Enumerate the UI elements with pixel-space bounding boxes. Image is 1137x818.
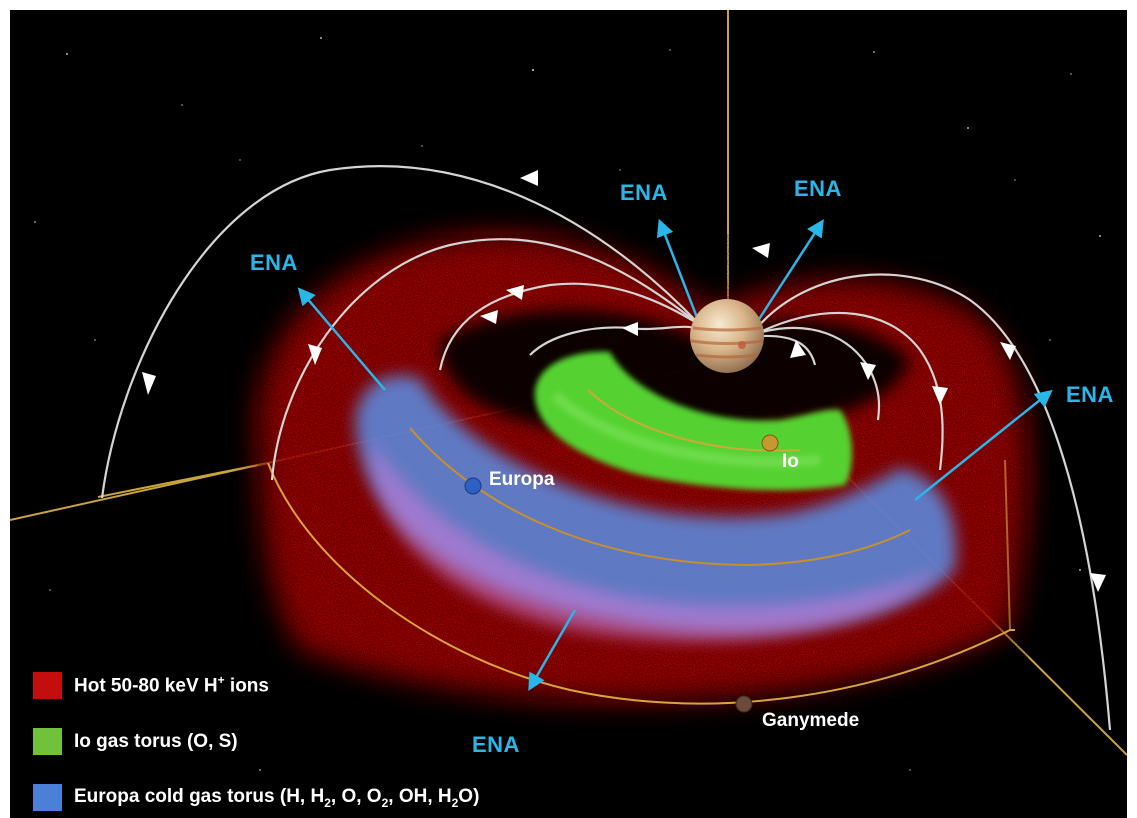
io-torus: [534, 351, 852, 491]
diagram-canvas: [10, 10, 1127, 771]
ena-label-right: ENA: [1066, 382, 1114, 407]
ena-label-bottom: ENA: [472, 732, 520, 757]
ena-arrows: [297, 218, 1053, 692]
star-field: [34, 37, 1101, 771]
io-label: Io: [782, 451, 799, 472]
ganymede-moon: [735, 695, 753, 713]
ena-label-top-right: ENA: [794, 176, 842, 201]
ganymede-label: Ganymede: [762, 710, 860, 731]
ena-label-top-left: ENA: [620, 180, 668, 205]
legend-item-hot-ions: Hot 50-80 keV H+ ions: [33, 672, 269, 699]
legend-item-io-torus: Io gas torus (O, S): [33, 728, 238, 755]
europa-torus: [355, 375, 957, 642]
legend-swatch-green: [33, 728, 62, 755]
ena-label-left: ENA: [250, 250, 298, 275]
jupiter-magnetosphere-diagram: ENA ENA ENA ENA ENA Europa Io Ganymede H…: [10, 10, 1127, 818]
legend-label-europa-torus: Europa cold gas torus (H, H2, O, O2, OH,…: [74, 785, 480, 810]
legend-label-io-torus: Io gas torus (O, S): [74, 730, 238, 752]
legend-item-europa-torus: Europa cold gas torus (H, H2, O, O2, OH,…: [33, 784, 479, 811]
legend-label-hot-ions: Hot 50-80 keV H+ ions: [74, 673, 269, 697]
legend-swatch-blue: [33, 784, 62, 811]
legend-swatch-red: [33, 672, 62, 699]
europa-label: Europa: [489, 469, 555, 490]
europa-moon: [464, 477, 482, 495]
magnetic-field-lines: [100, 165, 1112, 731]
jupiter: [690, 299, 764, 373]
field-line-arrowheads: [142, 170, 1106, 592]
io-moon: [761, 434, 779, 452]
